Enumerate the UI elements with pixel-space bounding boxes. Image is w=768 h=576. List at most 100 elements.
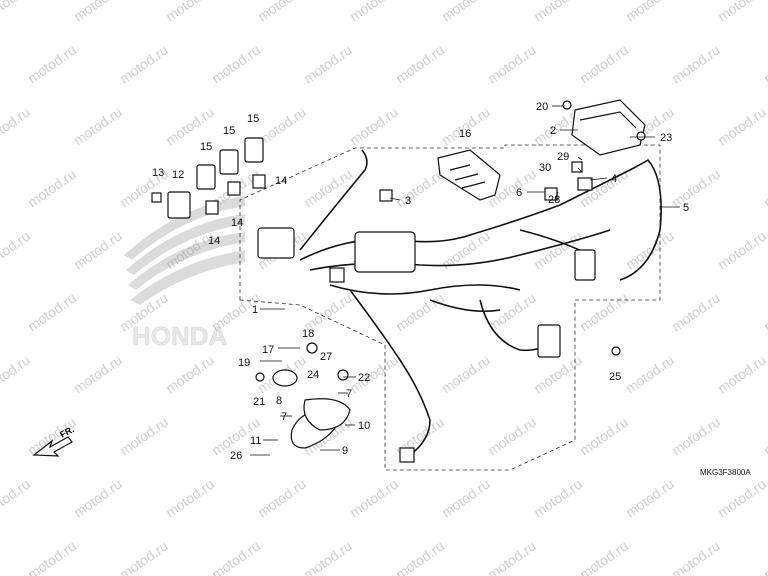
watermark-text: motod.ru (715, 0, 768, 24)
callout-4: 4 (611, 173, 617, 185)
honda-brand-text: HONDA (132, 321, 228, 351)
watermark-text: motod.ru (347, 0, 401, 24)
watermark-text: motod.ru (623, 0, 677, 24)
callout-20: 20 (536, 101, 548, 113)
watermark-text: motod.ru (0, 476, 33, 521)
watermark-text: motod.ru (25, 42, 79, 87)
leader-lines (250, 105, 680, 456)
watermark-text: motod.ru (71, 352, 125, 397)
relay-box (437, 149, 501, 201)
watermark-text: motod.ru (531, 352, 585, 397)
watermark-text: motod.ru (577, 538, 631, 576)
watermark-text: motod.ru (531, 0, 585, 24)
callout-27: 27 (320, 351, 332, 363)
watermark-text: motod.ru (163, 476, 217, 521)
callout-28: 28 (548, 194, 560, 206)
watermark-text: motod.ru (669, 414, 723, 459)
watermark-text: motod.ru (531, 476, 585, 521)
watermark-text: motod.ru (117, 538, 171, 576)
callout-14b: 14 (231, 217, 243, 229)
watermark-text: motod.ru (761, 42, 768, 87)
watermark-text: motod.ru (71, 476, 125, 521)
watermark-text: motod.ru (669, 42, 723, 87)
callout-15a: 15 (200, 141, 212, 153)
callout-7a: 7 (346, 388, 352, 400)
watermark-text: motod.ru (209, 42, 263, 87)
callout-17: 17 (262, 344, 274, 356)
watermark-text: motod.ru (669, 538, 723, 576)
callout-22: 22 (358, 372, 370, 384)
watermark-text: motod.ru (577, 42, 631, 87)
callout-10: 10 (358, 420, 370, 432)
watermark-text: motod.ru (0, 104, 33, 149)
watermark-text: motod.ru (0, 0, 33, 24)
watermark-text: motod.ru (25, 290, 79, 335)
callout-25: 25 (609, 371, 621, 383)
watermark-text: motod.ru (761, 290, 768, 335)
watermark-text: motod.ru (301, 166, 355, 211)
watermark-text: motod.ru (761, 166, 768, 211)
callout-29: 29 (557, 151, 569, 163)
callout-13: 13 (152, 167, 164, 179)
control-unit (571, 99, 646, 156)
callout-16: 16 (459, 128, 471, 140)
watermark-text: motod.ru (485, 538, 539, 576)
watermark-text: motod.ru (25, 538, 79, 576)
watermark-text: motod.ru (347, 476, 401, 521)
callout-3: 3 (405, 195, 411, 207)
watermark-text: motod.ru (623, 476, 677, 521)
connector-blocks (257, 161, 596, 463)
watermark-text: motod.ru (669, 290, 723, 335)
watermark-text: motod.ru (715, 476, 768, 521)
callout-19: 19 (238, 357, 250, 369)
relay-group (151, 137, 266, 219)
callout-15b: 15 (223, 125, 235, 137)
watermark-text: motod.ru (761, 538, 768, 576)
lower-parts (255, 100, 646, 449)
watermark-text: motod.ru (669, 166, 723, 211)
watermark-text: motod.ru (347, 104, 401, 149)
watermark-text: motod.ru (715, 104, 768, 149)
watermark-text: motod.ru (439, 104, 493, 149)
callout-18: 18 (302, 328, 314, 340)
wire-harness (299, 149, 662, 456)
watermark-text: motod.ru (163, 352, 217, 397)
watermark-text: motod.ru (347, 352, 401, 397)
watermark-text: motod.ru (301, 538, 355, 576)
callout-15c: 15 (247, 113, 259, 125)
watermark-text: motod.ru (0, 352, 33, 397)
watermark-text: motod.ru (25, 166, 79, 211)
callout-1: 1 (252, 304, 258, 316)
watermark-text: motod.ru (439, 476, 493, 521)
watermark-text: motod.ru (301, 42, 355, 87)
callout-6: 6 (516, 187, 522, 199)
callout-14a: 14 (275, 175, 287, 187)
callout-30: 30 (539, 162, 551, 174)
honda-wing-logo: HONDA (124, 196, 245, 351)
watermark-text: motod.ru (255, 476, 309, 521)
watermark-text: motod.ru (0, 228, 33, 273)
callout-11: 11 (250, 435, 261, 447)
watermark-text: motod.ru (623, 352, 677, 397)
watermark-text: motod.ru (715, 352, 768, 397)
callout-labels: 1 2 3 4 5 6 7 7 8 9 10 11 12 13 14 14 14… (152, 101, 689, 462)
callout-7b: 7 (281, 411, 287, 423)
watermark-text: motod.ru (393, 538, 447, 576)
watermark-text: motod.ru (163, 0, 217, 24)
callout-26: 26 (230, 450, 242, 462)
watermark-text: motod.ru (715, 228, 768, 273)
watermark-text: motod.ru (393, 166, 447, 211)
diagram-code: MKG3F3800A (700, 468, 751, 477)
callout-23: 23 (660, 132, 672, 144)
watermark-text: motod.ru (255, 0, 309, 24)
watermark-text: motod.ru (439, 0, 493, 24)
watermark-text: motod.ru (117, 42, 171, 87)
watermark-text: motod.ru (761, 414, 768, 459)
callout-21: 21 (253, 396, 265, 408)
watermark-text: motod.ru (485, 290, 539, 335)
watermark-text: motod.ru (393, 290, 447, 335)
watermark-text: motod.ru (485, 42, 539, 87)
